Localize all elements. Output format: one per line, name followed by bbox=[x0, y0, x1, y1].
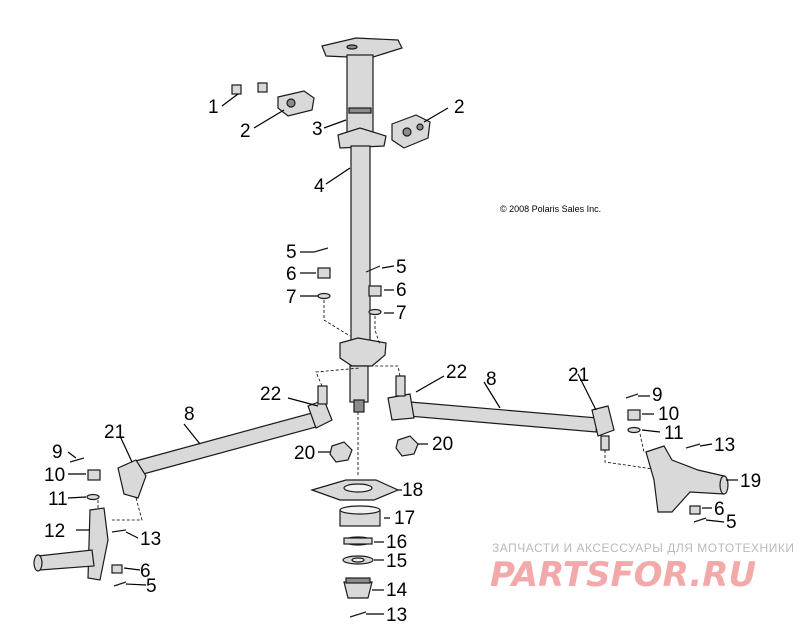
hardware-right-5-6-7 bbox=[365, 265, 382, 346]
callout-13-right: 13 bbox=[714, 435, 735, 456]
clamp-right-2 bbox=[391, 114, 431, 149]
callout-6-center-left: 6 bbox=[286, 264, 297, 285]
callout-11-right: 11 bbox=[664, 423, 684, 444]
callout-4: 4 bbox=[314, 176, 325, 197]
right-tie-rod-8 bbox=[372, 365, 661, 471]
washer-15 bbox=[342, 555, 374, 565]
copyright-notice: © 2008 Polaris Sales Inc. bbox=[500, 204, 601, 214]
watermark-logo: PARTSFOR.RU bbox=[490, 555, 756, 595]
callout-9-right: 9 bbox=[652, 385, 663, 406]
bolts-1 bbox=[231, 82, 268, 95]
callout-10-right: 10 bbox=[658, 404, 679, 425]
bearing-17 bbox=[339, 505, 381, 527]
callout-17: 17 bbox=[394, 508, 415, 529]
callout-20-right: 20 bbox=[432, 434, 453, 455]
callout-22-left: 22 bbox=[260, 384, 281, 405]
callout-8-left: 8 bbox=[184, 404, 195, 425]
callout-9-left: 9 bbox=[52, 442, 63, 463]
callout-13-left: 13 bbox=[140, 529, 161, 550]
callout-5-center-right: 5 bbox=[396, 257, 407, 278]
callout-5-center-left: 5 bbox=[286, 242, 297, 263]
left-spindle-12 bbox=[33, 457, 143, 587]
callout-5-left: 5 bbox=[146, 576, 157, 597]
leader-lines bbox=[67, 93, 738, 615]
hardware-left-5-6-7 bbox=[313, 247, 351, 337]
watermark: ЗАПЧАСТИ И АКСЕССУАРЫ ДЛЯ МОТОТЕХНИКИ PA… bbox=[490, 541, 794, 595]
bearing-plate-18 bbox=[310, 479, 400, 501]
callout-7-center-right: 7 bbox=[396, 303, 407, 324]
washer-16 bbox=[343, 536, 373, 546]
callout-19: 19 bbox=[740, 471, 761, 492]
left-tie-rod-8 bbox=[117, 367, 361, 499]
steering-post bbox=[321, 37, 403, 413]
callout-1: 1 bbox=[208, 97, 219, 118]
callout-16: 16 bbox=[386, 532, 407, 553]
callout-13-bottom: 13 bbox=[386, 605, 407, 626]
callout-12: 12 bbox=[44, 521, 65, 542]
nut-right-20 bbox=[395, 435, 419, 457]
callout-21-right: 21 bbox=[568, 365, 589, 386]
callout-6-left: 6 bbox=[140, 561, 151, 582]
callout-5-right: 5 bbox=[726, 512, 737, 533]
callout-8-right: 8 bbox=[486, 369, 497, 390]
clamp-left-2 bbox=[277, 90, 315, 117]
callout-6-center-right: 6 bbox=[396, 280, 407, 301]
callout-6-right: 6 bbox=[714, 499, 725, 520]
castle-nut-14 bbox=[343, 577, 373, 599]
callout-7-center-left: 7 bbox=[286, 287, 297, 308]
callout-2-left: 2 bbox=[240, 121, 251, 142]
callout-3: 3 bbox=[312, 119, 323, 140]
callout-21-left: 21 bbox=[104, 422, 125, 443]
watermark-tagline: ЗАПЧАСТИ И АКСЕССУАРЫ ДЛЯ МОТОТЕХНИКИ bbox=[492, 541, 794, 555]
callout-14: 14 bbox=[386, 580, 408, 601]
cotter-pin-13 bbox=[349, 611, 367, 618]
callout-11-left: 11 bbox=[48, 489, 68, 510]
callout-numbers: 1 2 2 3 4 5 6 7 5 6 7 22 8 22 8 21 21 9 … bbox=[44, 97, 761, 626]
callout-10-left: 10 bbox=[44, 465, 65, 486]
nut-left-20 bbox=[329, 441, 353, 463]
callout-18: 18 bbox=[402, 480, 423, 501]
callout-15: 15 bbox=[386, 551, 407, 572]
callout-20-left: 20 bbox=[294, 443, 315, 464]
callout-2-right: 2 bbox=[454, 97, 465, 118]
callout-22-right: 22 bbox=[446, 362, 467, 383]
